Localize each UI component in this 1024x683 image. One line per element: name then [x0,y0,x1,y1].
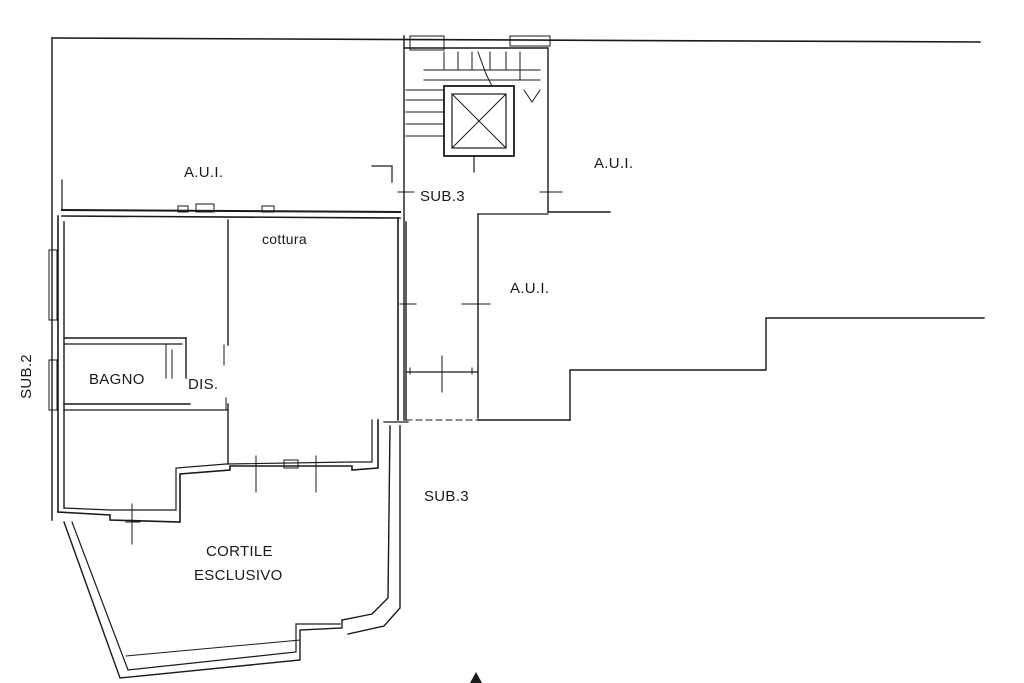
label-bagno: BAGNO [89,371,145,388]
top-boundary [51,37,981,521]
courtyard-boundary [63,421,409,679]
label-cortile-line2: ESCLUSIVO [194,567,283,584]
label-dis: DIS. [188,376,219,393]
label-aui-top-left: A.U.I. [184,164,224,181]
label-cottura: cottura [262,231,307,247]
stairwell [397,35,563,421]
label-aui-top-right: A.U.I. [594,155,634,172]
label-sub3-lower: SUB.3 [424,488,469,505]
label-cortile-line1: CORTILE [206,543,273,560]
aui-left-wall [60,165,402,219]
label-sub2-side: SUB.2 [17,354,35,399]
opening-ticks [125,455,317,545]
north-arrow-icon [470,672,482,683]
label-sub3-stair: SUB.3 [420,188,465,205]
apartment-walls [48,215,407,523]
label-aui-middle: A.U.I. [510,280,550,297]
corridor [405,211,611,421]
interior-partitions [63,219,229,465]
stepped-boundary [569,317,985,421]
